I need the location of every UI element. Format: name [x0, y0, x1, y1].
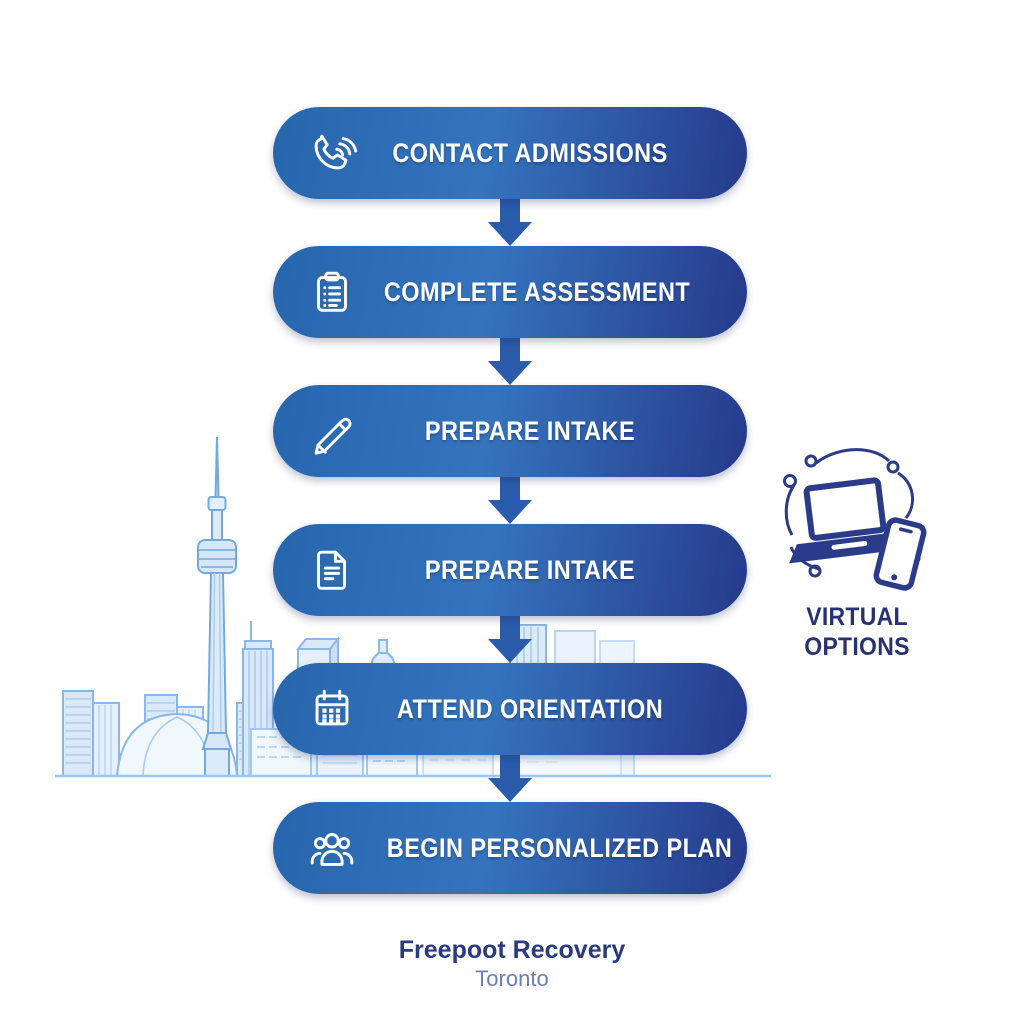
step-label: PREPARE INTAKE: [424, 554, 636, 585]
calendar-icon: [303, 682, 361, 736]
step-label: ATTEND ORIENTATION: [396, 693, 664, 724]
virtual-options-label: VIRTUAL OPTIONS: [804, 603, 910, 661]
brand-subtitle: Toronto: [475, 966, 549, 991]
step-label: BEGIN PERSONALIZED PLAN: [386, 832, 733, 863]
down-arrow-icon: [488, 199, 532, 246]
cn-tower-art: [197, 436, 237, 777]
down-arrow-icon: [488, 616, 532, 663]
down-arrow-icon: [488, 755, 532, 802]
step-attend-orientation: ATTEND ORIENTATION: [273, 663, 747, 755]
step-label: CONTACT ADMISSIONS: [392, 137, 668, 168]
document-icon: [303, 543, 361, 597]
step-label: PREPARE INTAKE: [424, 415, 636, 446]
step-complete-assessment: COMPLETE ASSESSMENT: [273, 246, 747, 338]
step-label: COMPLETE ASSESSMENT: [383, 276, 691, 307]
brand-title: Freepoot Recovery: [398, 936, 626, 964]
clipboard-checklist-icon: [303, 265, 361, 319]
phone-icon: [303, 126, 361, 180]
down-arrow-icon: [488, 338, 532, 385]
step-begin-personalized-plan: BEGIN PERSONALIZED PLAN: [273, 802, 747, 894]
step-prepare-intake-1: PREPARE INTAKE: [273, 385, 747, 477]
footer-branding: Freepoot Recovery Toronto: [0, 936, 1024, 992]
virtual-options-note: VIRTUAL OPTIONS: [778, 438, 936, 662]
pencil-icon: [303, 404, 361, 458]
step-contact-admissions: CONTACT ADMISSIONS: [273, 107, 747, 199]
step-prepare-intake-2: PREPARE INTAKE: [273, 524, 747, 616]
down-arrow-icon: [488, 477, 532, 524]
laptop-phone-network-icon: [783, 448, 927, 591]
people-group-icon: [303, 821, 361, 875]
